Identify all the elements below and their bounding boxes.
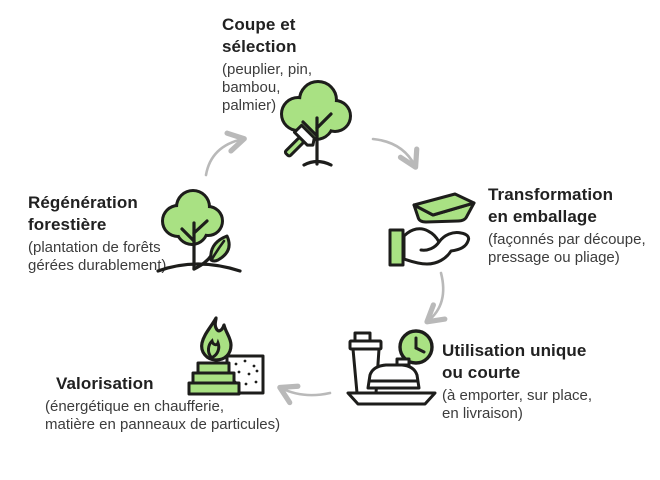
arrow-regeneration-to-coupe: [204, 130, 247, 177]
stage-regeneration-title: Régénération forestière: [28, 193, 138, 234]
tree-axe-icon: [276, 78, 362, 168]
arrow-coupe-to-transformation: [371, 137, 420, 170]
stage-valorisation-text: Valorisation (énergétique en chaufferie,…: [45, 373, 295, 434]
stage-coupe-text: Coupe et sélection (peuplier, pin, bambo…: [222, 14, 352, 115]
takeaway-meal-clock-icon: [340, 328, 440, 410]
stage-regeneration-subtitle: (plantation de forêts gérées durablement…: [28, 239, 167, 274]
tree-leaf-icon: [155, 185, 250, 285]
stage-transformation-title: Transformation en emballage: [488, 185, 614, 226]
stage-coupe-subtitle: (peuplier, pin, bambou, palmier): [222, 61, 313, 114]
stage-utilisation-title: Utilisation unique ou courte: [442, 341, 587, 382]
stage-regeneration-text: Régénération forestière (plantation de f…: [28, 192, 166, 275]
stage-valorisation-title: Valorisation: [56, 374, 154, 393]
arrow-transformation-to-utilisation: [424, 271, 448, 325]
hand-packaging-icon: [385, 190, 480, 270]
stage-valorisation-subtitle: (énergétique en chaufferie, matière en p…: [45, 398, 281, 433]
stage-utilisation-subtitle: (à emporter, sur place, en livraison): [442, 387, 593, 422]
flame-particle-board-icon: [182, 314, 272, 400]
stage-transformation-subtitle: (façonnés par découpe, pressage ou pliag…: [488, 231, 646, 266]
stage-transformation-text: Transformation en emballage (façonnés pa…: [488, 184, 660, 267]
stage-utilisation-text: Utilisation unique ou courte (à emporter…: [442, 340, 632, 423]
stage-coupe-title: Coupe et sélection: [222, 15, 297, 56]
